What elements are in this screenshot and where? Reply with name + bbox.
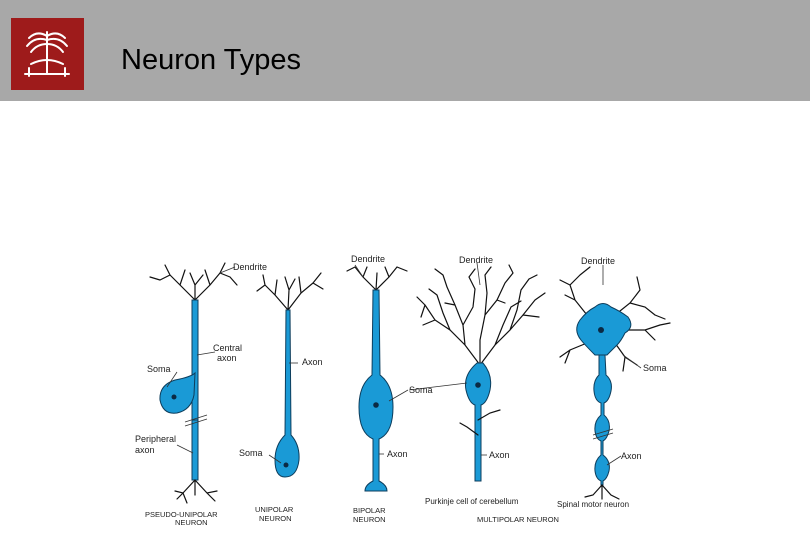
bipolar-neuron: [346, 266, 408, 492]
unipolar-caption: UNIPOLAR: [255, 505, 294, 514]
pseudo-dendrite-label: Dendrite: [233, 262, 267, 272]
motor-axon-label: Axon: [621, 451, 642, 461]
unipolar-axon-label: Axon: [302, 357, 323, 367]
bipolar-soma-label: Soma: [409, 385, 433, 395]
peripheral-axon-label: Peripheral: [135, 434, 176, 444]
purkinje-dendrite-label: Dendrite: [459, 255, 493, 265]
motor-dendrite-label: Dendrite: [581, 256, 615, 266]
purkinje-caption: Purkinje cell of cerebellum: [425, 497, 519, 506]
pseudo-unipolar-caption: PSEUDO-UNIPOLAR: [145, 510, 218, 519]
neuron-types-diagram: .br { stroke:#111; stroke-width:1.2; fil…: [125, 245, 685, 535]
central-axon-label-line2: axon: [217, 353, 237, 363]
pseudo-unipolar-caption-line2: NEURON: [175, 518, 208, 527]
central-axon-label: Central: [213, 343, 242, 353]
motor-soma-label: Soma: [643, 363, 667, 373]
multipolar-caption: MULTIPOLAR NEURON: [477, 515, 559, 524]
unipolar-caption-line2: NEURON: [259, 514, 292, 523]
pseudo-unipolar-neuron: [149, 262, 238, 504]
page-title: Neuron Types: [121, 44, 302, 76]
purkinje-neuron: [416, 264, 546, 482]
university-logo: [11, 18, 84, 90]
purkinje-axon-label: Axon: [489, 450, 510, 460]
pseudo-soma-label: Soma: [147, 364, 171, 374]
motor-caption: Spinal motor neuron: [557, 500, 629, 509]
palmetto-seal-icon: [11, 18, 84, 90]
motor-neuron: [559, 266, 671, 500]
unipolar-soma-label: Soma: [239, 448, 263, 458]
unipolar-neuron: [256, 272, 324, 478]
peripheral-axon-label-line2: axon: [135, 445, 155, 455]
slide-header: Neuron Types: [0, 0, 810, 101]
bipolar-dendrite-label: Dendrite: [351, 254, 385, 264]
bipolar-caption: BIPOLAR: [353, 506, 386, 515]
bipolar-axon-label: Axon: [387, 449, 408, 459]
bipolar-caption-line2: NEURON: [353, 515, 386, 524]
